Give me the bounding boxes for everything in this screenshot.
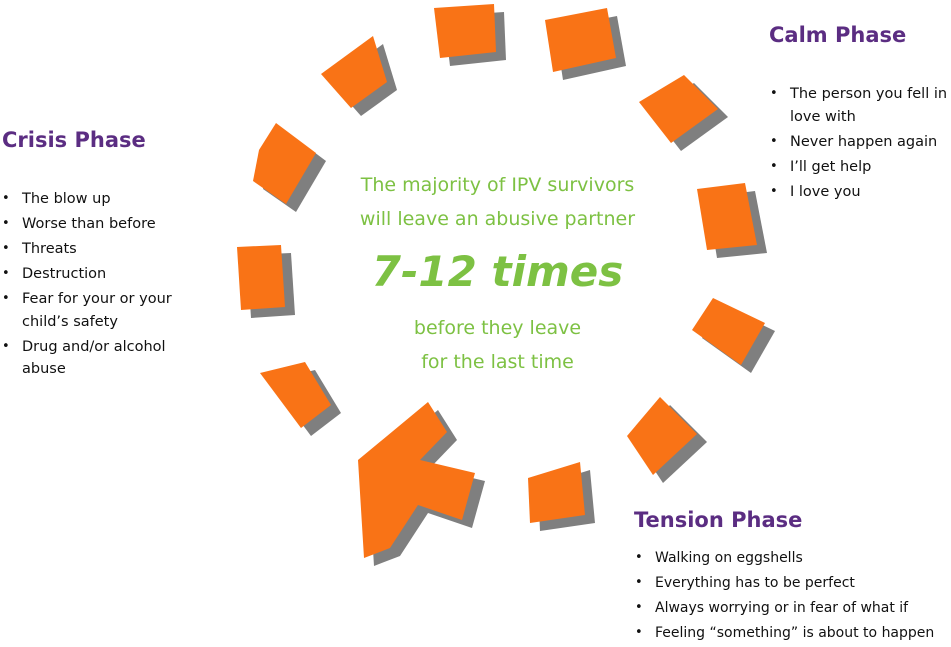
- cycle-block: [627, 397, 697, 475]
- cycle-block: [434, 4, 496, 58]
- crisis-item: The blow up: [0, 188, 205, 211]
- calm-item: Never happen again: [768, 131, 951, 154]
- crisis-item: Worse than before: [0, 213, 205, 236]
- center-statement-line4: for the last time: [421, 351, 574, 373]
- cycle-block: [260, 362, 331, 428]
- calm-item: I’ll get help: [768, 156, 951, 179]
- cycle-block: [237, 245, 285, 310]
- cycle-block: [697, 183, 757, 250]
- cycle-blocks: [237, 4, 765, 558]
- cycle-block: [253, 123, 316, 204]
- tension-item: Everything has to be perfect: [633, 572, 951, 595]
- calm-phase-list: The person you fell in love with Never h…: [768, 83, 951, 206]
- center-highlight: 7-12 times: [371, 247, 624, 296]
- center-statement-line2: will leave an abusive partner: [359, 208, 636, 230]
- cycle-block: [639, 75, 718, 143]
- crisis-item: Threats: [0, 238, 205, 261]
- tension-item: Walking on eggshells: [633, 547, 951, 570]
- crisis-phase-list: The blow up Worse than before Threats De…: [0, 188, 205, 383]
- cycle-block: [528, 462, 585, 523]
- crisis-item: Fear for your or your child’s safety: [0, 288, 205, 333]
- tension-item: Always worrying or in fear of what if: [633, 597, 951, 620]
- tension-phase-list: Walking on eggshells Everything has to b…: [633, 547, 951, 647]
- cycle-arrowhead: [358, 402, 475, 558]
- calm-item: I love you: [768, 181, 951, 204]
- center-statement-line1: The majority of IPV survivors: [360, 174, 635, 196]
- crisis-phase-title: Crisis Phase: [2, 128, 146, 152]
- center-statement-line3: before they leave: [413, 317, 582, 339]
- cycle-block: [545, 8, 616, 72]
- tension-item: Feeling “something” is about to happen: [633, 622, 951, 645]
- tension-phase-title: Tension Phase: [634, 508, 803, 532]
- cycle-block: [321, 36, 387, 108]
- crisis-item: Drug and/or alcohol abuse: [0, 336, 205, 381]
- cycle-block: [692, 298, 765, 365]
- crisis-item: Destruction: [0, 263, 205, 286]
- calm-item: The person you fell in love with: [768, 83, 951, 128]
- calm-phase-title: Calm Phase: [769, 23, 907, 47]
